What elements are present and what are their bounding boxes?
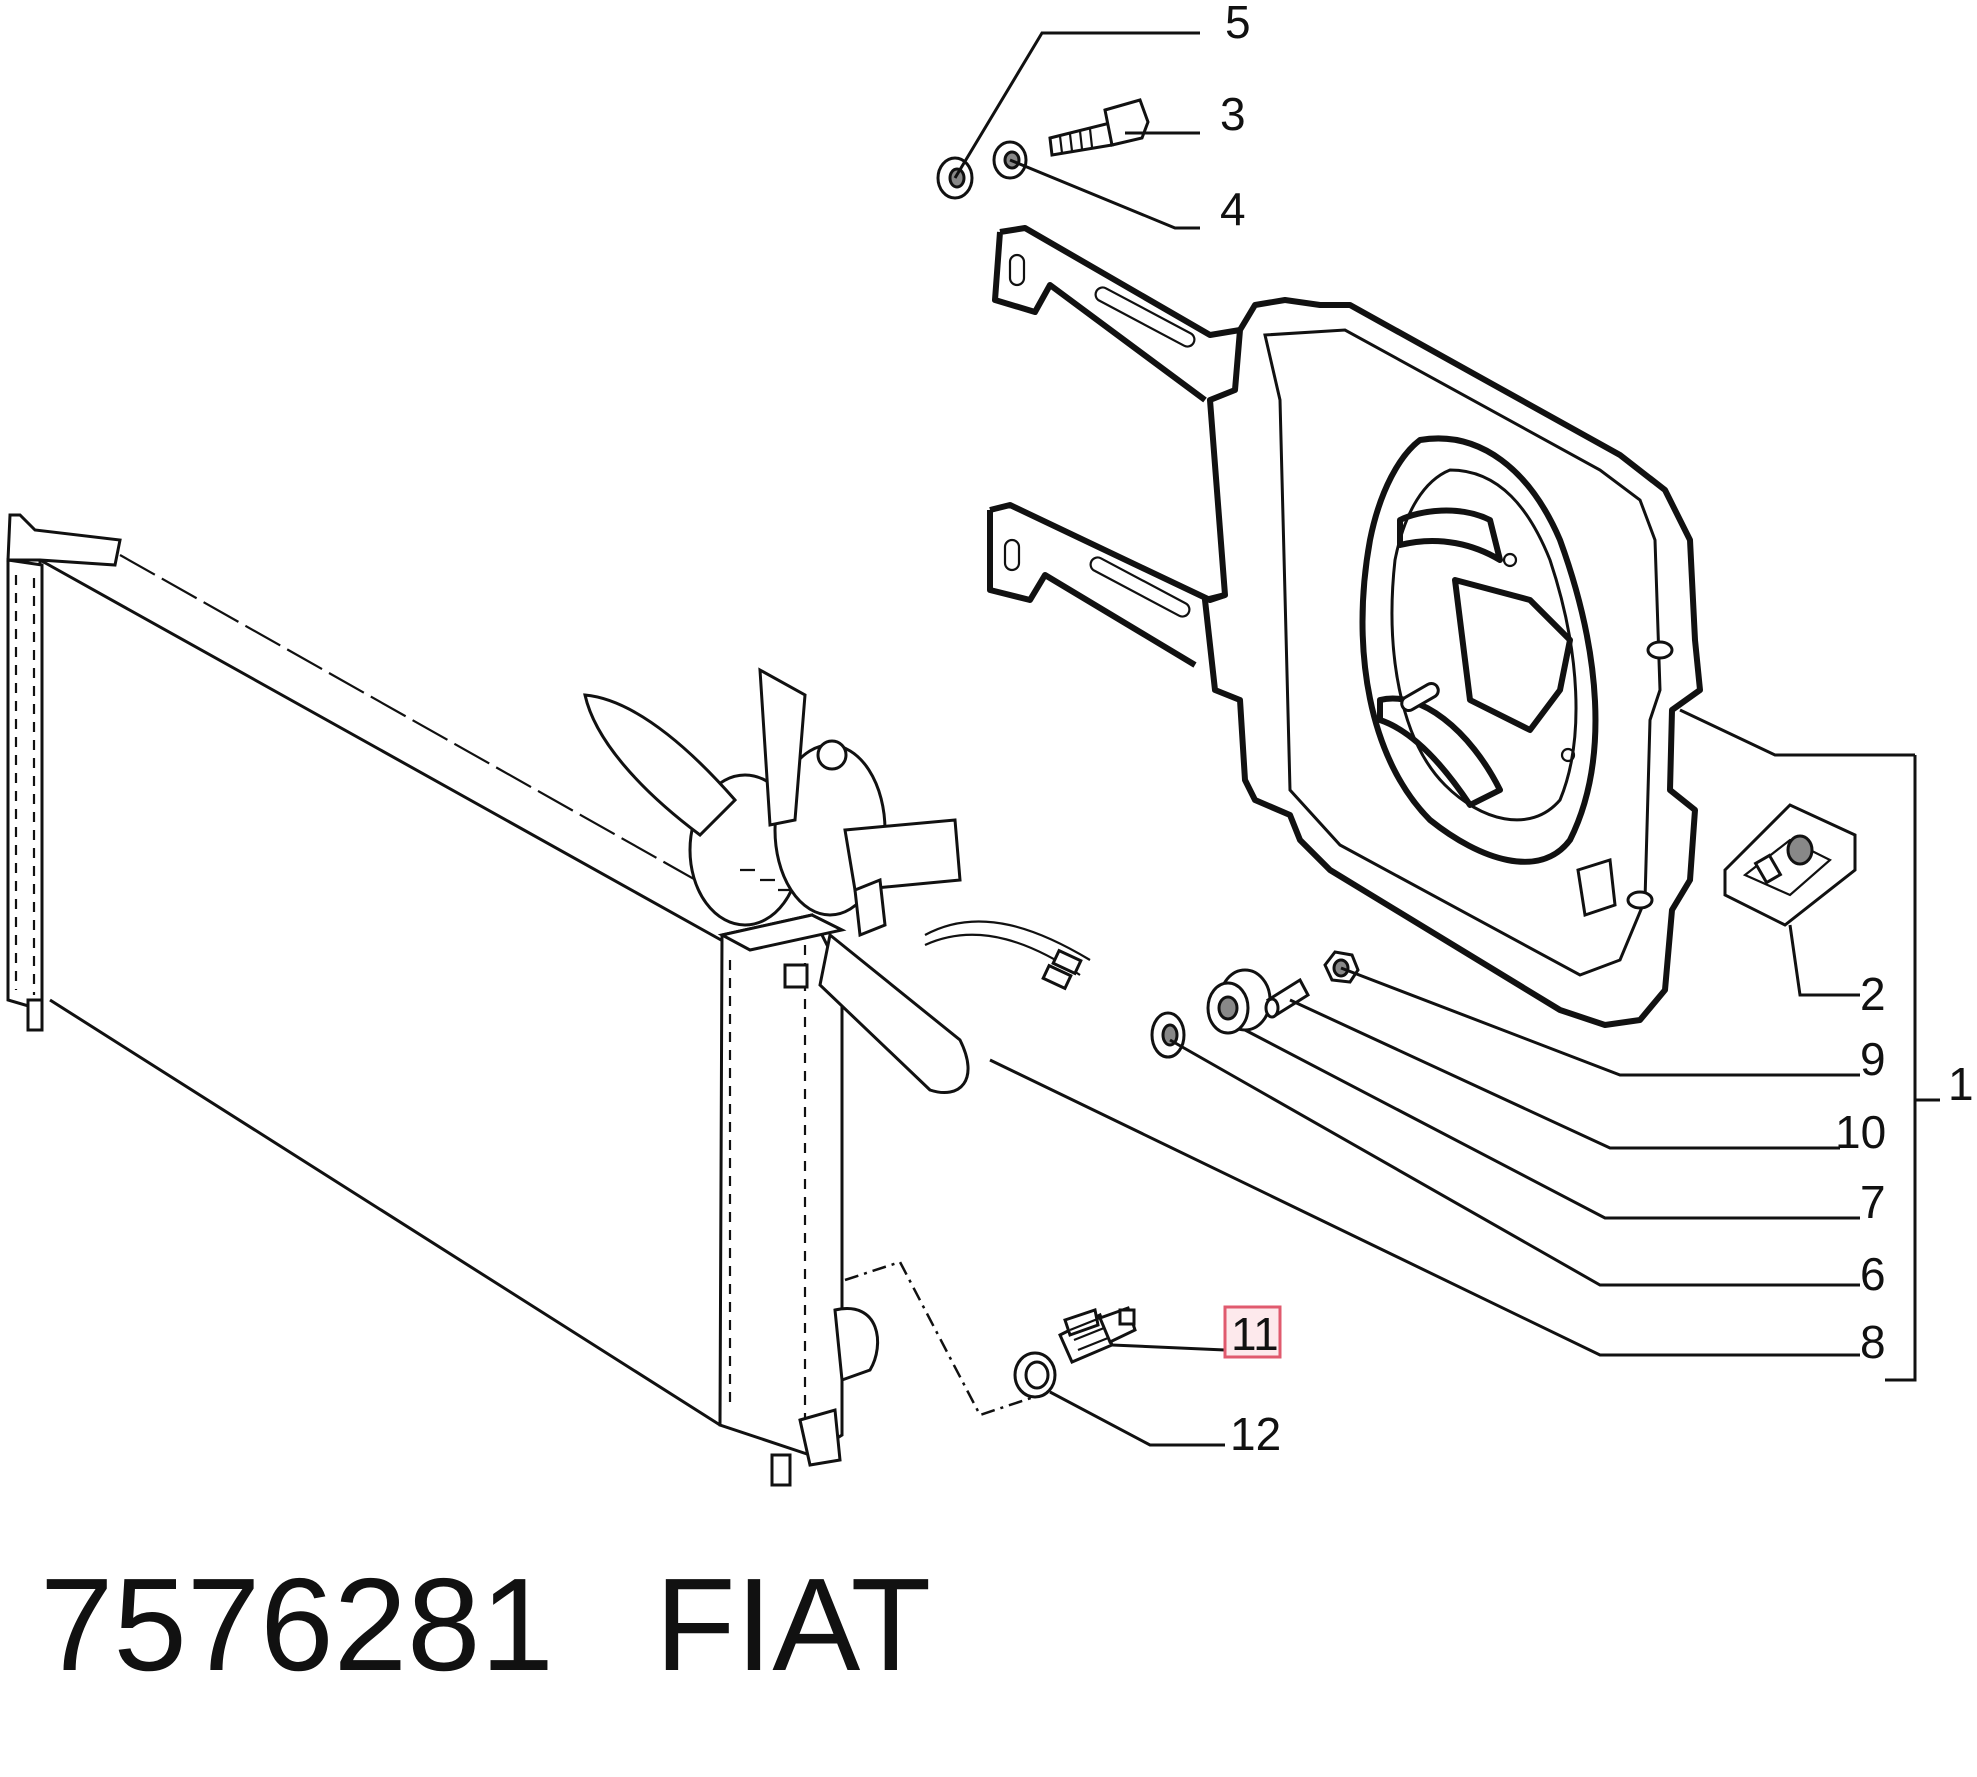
callout-5: 5 <box>1225 0 1251 48</box>
callout-10: 10 <box>1835 1106 1886 1158</box>
callout-2: 2 <box>1860 968 1886 1020</box>
callout-8: 8 <box>1860 1316 1886 1368</box>
callout-7: 7 <box>1860 1176 1886 1228</box>
callout-labels: 5 3 4 2 1 9 10 7 6 8 11 12 <box>1220 0 1974 1460</box>
fan-and-motor <box>583 667 1091 1095</box>
clip-2-shape <box>1723 803 1857 927</box>
callout-6: 6 <box>1860 1248 1886 1300</box>
part-number: 7576281 <box>40 1551 554 1698</box>
callout-11: 11 <box>1231 1308 1279 1360</box>
small-parts <box>936 98 1857 1399</box>
callout-4: 4 <box>1220 183 1246 235</box>
radiator <box>6 513 1041 1487</box>
callout-3: 3 <box>1220 88 1246 140</box>
callout-1: 1 <box>1948 1058 1974 1110</box>
callout-11-highlight <box>1223 1305 1282 1359</box>
callout-9: 9 <box>1860 1033 1886 1085</box>
brand-name: FIAT <box>655 1551 931 1698</box>
leader-lines <box>953 31 1940 1447</box>
fan-shroud <box>987 225 1703 1028</box>
callout-12: 12 <box>1230 1408 1281 1460</box>
